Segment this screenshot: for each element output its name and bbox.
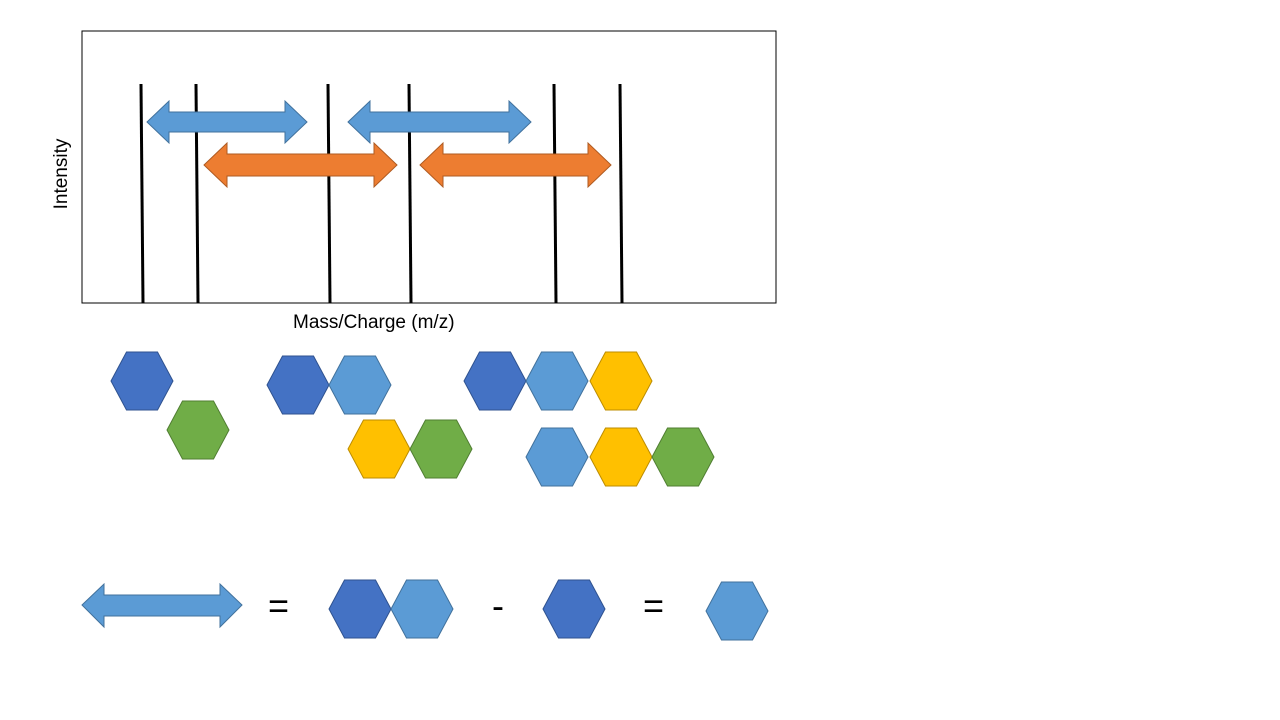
y-axis-label: Intensity — [51, 138, 72, 210]
blue-mass-difference-arrow-1 — [146, 99, 308, 145]
minus-sign: - — [492, 585, 504, 626]
dark-blue-hexagon — [110, 351, 174, 411]
hexagon-groups — [110, 351, 769, 641]
yellow-hexagon — [589, 351, 653, 411]
peak-6 — [618, 83, 624, 304]
orange-mass-difference-arrow-1 — [203, 141, 398, 189]
peak-1 — [139, 83, 145, 304]
green-hexagon — [651, 427, 715, 487]
equals-sign-1: = — [268, 585, 290, 626]
yellow-hexagon — [347, 419, 411, 479]
light-blue-hexagon — [525, 427, 589, 487]
light-blue-hexagon — [525, 351, 589, 411]
light-blue-hexagon — [390, 579, 454, 639]
dark-blue-hexagon — [266, 355, 330, 415]
dark-blue-hexagon — [328, 579, 392, 639]
blue-mass-difference-arrow-2 — [347, 99, 532, 145]
equation-blue-arrow — [81, 582, 243, 629]
light-blue-hexagon — [705, 581, 769, 641]
equals-sign-2: = — [643, 585, 665, 626]
green-hexagon — [409, 419, 473, 479]
peak-3 — [326, 83, 332, 304]
orange-mass-difference-arrow-2 — [419, 141, 612, 189]
green-hexagon — [166, 400, 230, 460]
dark-blue-hexagon — [542, 579, 606, 639]
yellow-hexagon — [589, 427, 653, 487]
dark-blue-hexagon — [463, 351, 527, 411]
peak-5 — [552, 83, 558, 304]
light-blue-hexagon — [328, 355, 392, 415]
x-axis-label: Mass/Charge (m/z) — [293, 312, 455, 333]
